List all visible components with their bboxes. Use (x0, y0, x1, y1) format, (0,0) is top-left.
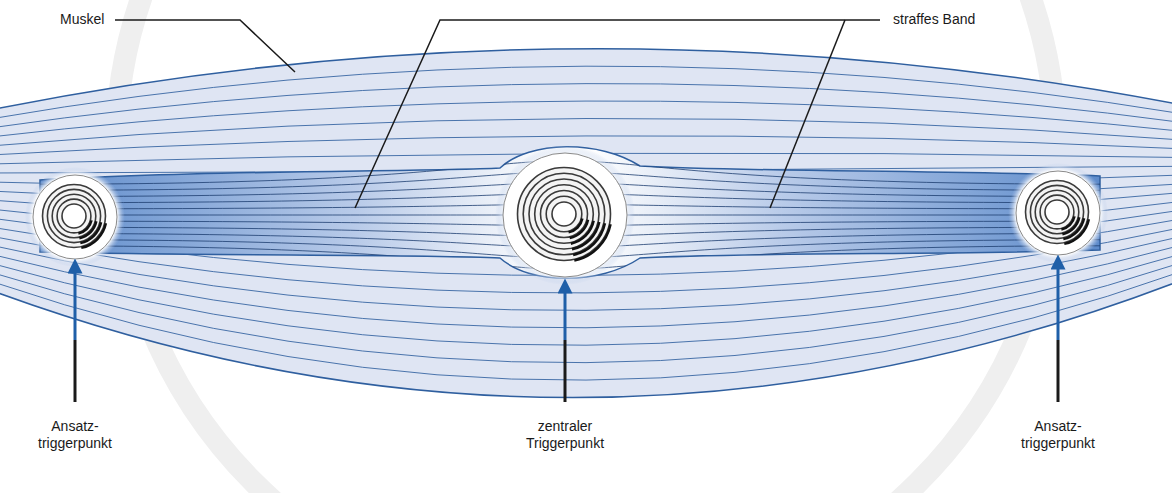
trigger-point-label: Ansatz- triggerpunkt (1008, 418, 1108, 452)
part-label: Muskel (60, 11, 104, 28)
trigger-point-label: Ansatz- triggerpunkt (25, 418, 125, 452)
part-label: straffes Band (893, 11, 975, 28)
muscle-body (0, 49, 1172, 398)
pointer-arrows (75, 262, 1058, 402)
leader-line (115, 20, 295, 72)
taut-band (40, 147, 1100, 279)
leader-line (355, 20, 880, 208)
trigger-point-label: zentraler Triggerpunkt (505, 418, 625, 452)
muscle-fibers (0, 66, 1172, 380)
trigger-points (25, 145, 1108, 285)
leader-line (770, 20, 845, 208)
band-fibers (40, 161, 1100, 269)
